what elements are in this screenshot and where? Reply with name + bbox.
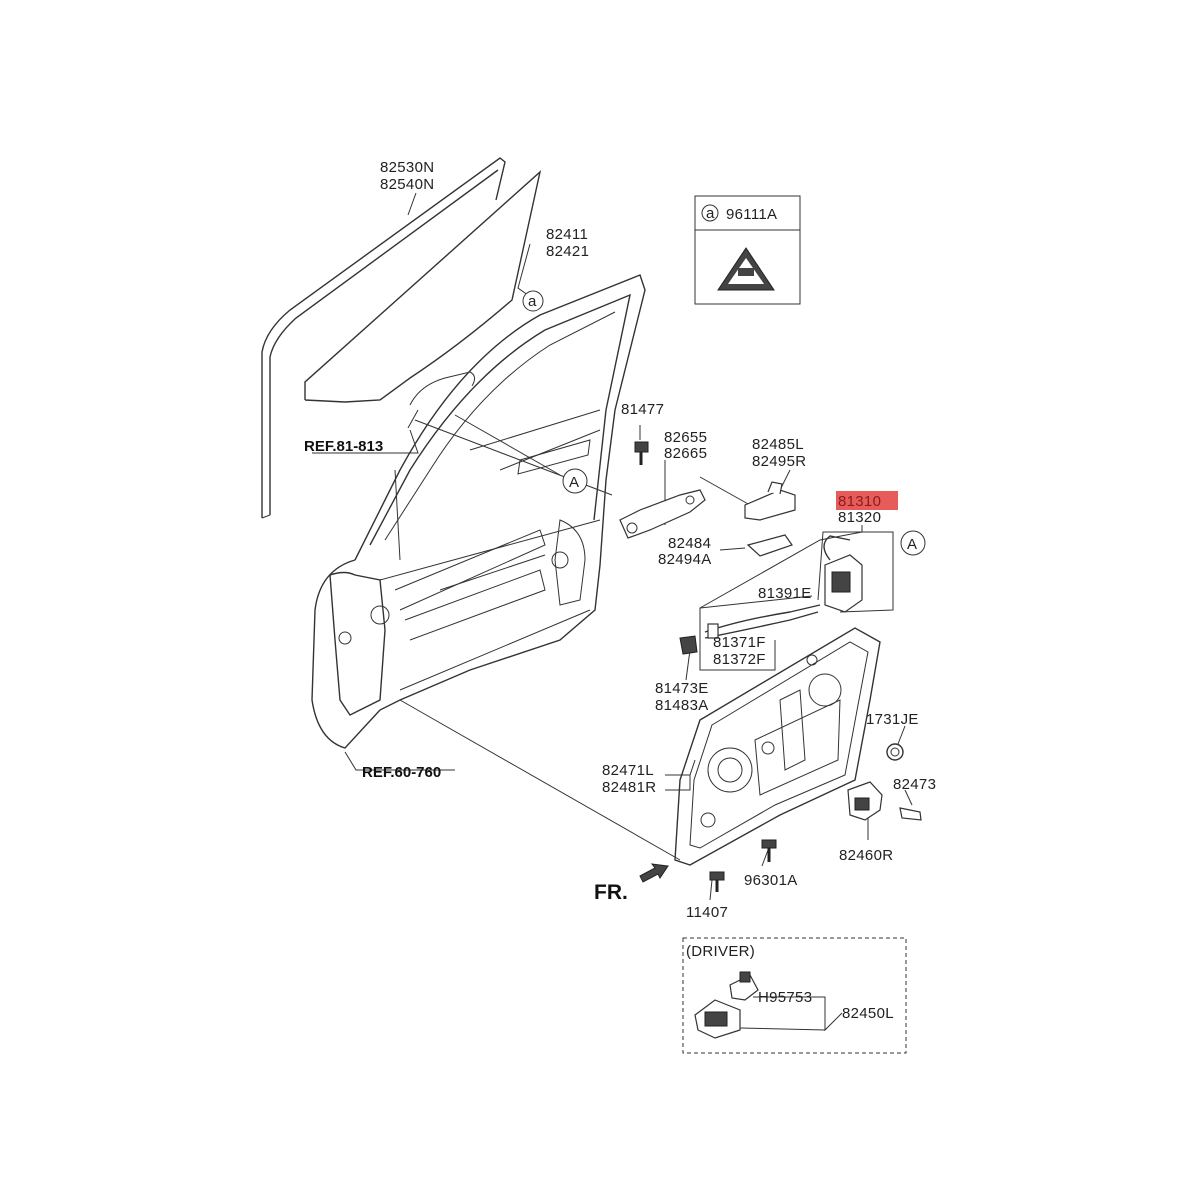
hardware-parts	[619, 441, 922, 892]
markers: a A A	[522, 290, 926, 556]
front-arrow-icon	[639, 863, 669, 883]
part-82495R: 82495R	[752, 453, 806, 470]
door-frame	[311, 274, 646, 749]
front-direction-indicator: FR.	[594, 863, 669, 904]
part-81371F: 81371F	[713, 634, 766, 651]
part-81391E: 81391E	[758, 585, 812, 602]
sticker-part-box: a 96111A	[694, 195, 801, 305]
part-82481R: 82481R	[602, 779, 656, 796]
part-H95753: H95753	[758, 989, 812, 1006]
part-82450L: 82450L	[842, 1005, 894, 1022]
part-81310: 81310	[838, 493, 881, 510]
ref-60-760: REF.60-760	[362, 764, 441, 781]
part-82494A: 82494A	[658, 551, 712, 568]
part-82665: 82665	[664, 445, 707, 462]
front-label: FR.	[594, 881, 628, 904]
part-82471L: 82471L	[602, 762, 654, 779]
marker-A-door-label: A	[569, 474, 579, 491]
ref-81-813: REF.81-813	[304, 438, 383, 455]
part-labels: 82530N 82540N 82411 82421 REF.81-813 814…	[304, 159, 936, 1022]
driver-label: (DRIVER)	[686, 943, 755, 960]
part-82473: 82473	[893, 776, 936, 793]
part-1731JE: 1731JE	[866, 711, 919, 728]
part-96301A: 96301A	[744, 872, 798, 889]
part-81477: 81477	[621, 401, 664, 418]
part-96111A: 96111A	[726, 206, 777, 223]
marker-a-box: a	[706, 205, 715, 222]
highlight-81310	[836, 491, 898, 510]
marker-A-latch	[900, 530, 926, 556]
part-82411: 82411	[546, 226, 588, 243]
part-82484: 82484	[668, 535, 711, 552]
part-82421: 82421	[546, 243, 589, 260]
part-11407: 11407	[686, 904, 728, 921]
part-82530N: 82530N	[380, 159, 434, 176]
glass-run-weatherstrip	[261, 157, 506, 519]
part-82460R: 82460R	[839, 847, 893, 864]
marker-a-glass-label: a	[528, 293, 537, 310]
module-panel	[674, 627, 881, 866]
marker-A-door	[562, 468, 588, 494]
part-82655: 82655	[664, 429, 707, 446]
part-81473E: 81473E	[655, 680, 709, 697]
door-glass	[304, 170, 542, 406]
driver-variant-box: (DRIVER)	[682, 937, 907, 1054]
part-81320: 81320	[838, 509, 881, 526]
leader-lines	[312, 192, 913, 1032]
part-82540N: 82540N	[380, 176, 434, 193]
marker-a-glass	[522, 290, 544, 312]
part-82485L: 82485L	[752, 436, 804, 453]
part-81483A: 81483A	[655, 697, 709, 714]
part-81372F: 81372F	[713, 651, 766, 668]
marker-A-latch-label: A	[907, 536, 917, 553]
